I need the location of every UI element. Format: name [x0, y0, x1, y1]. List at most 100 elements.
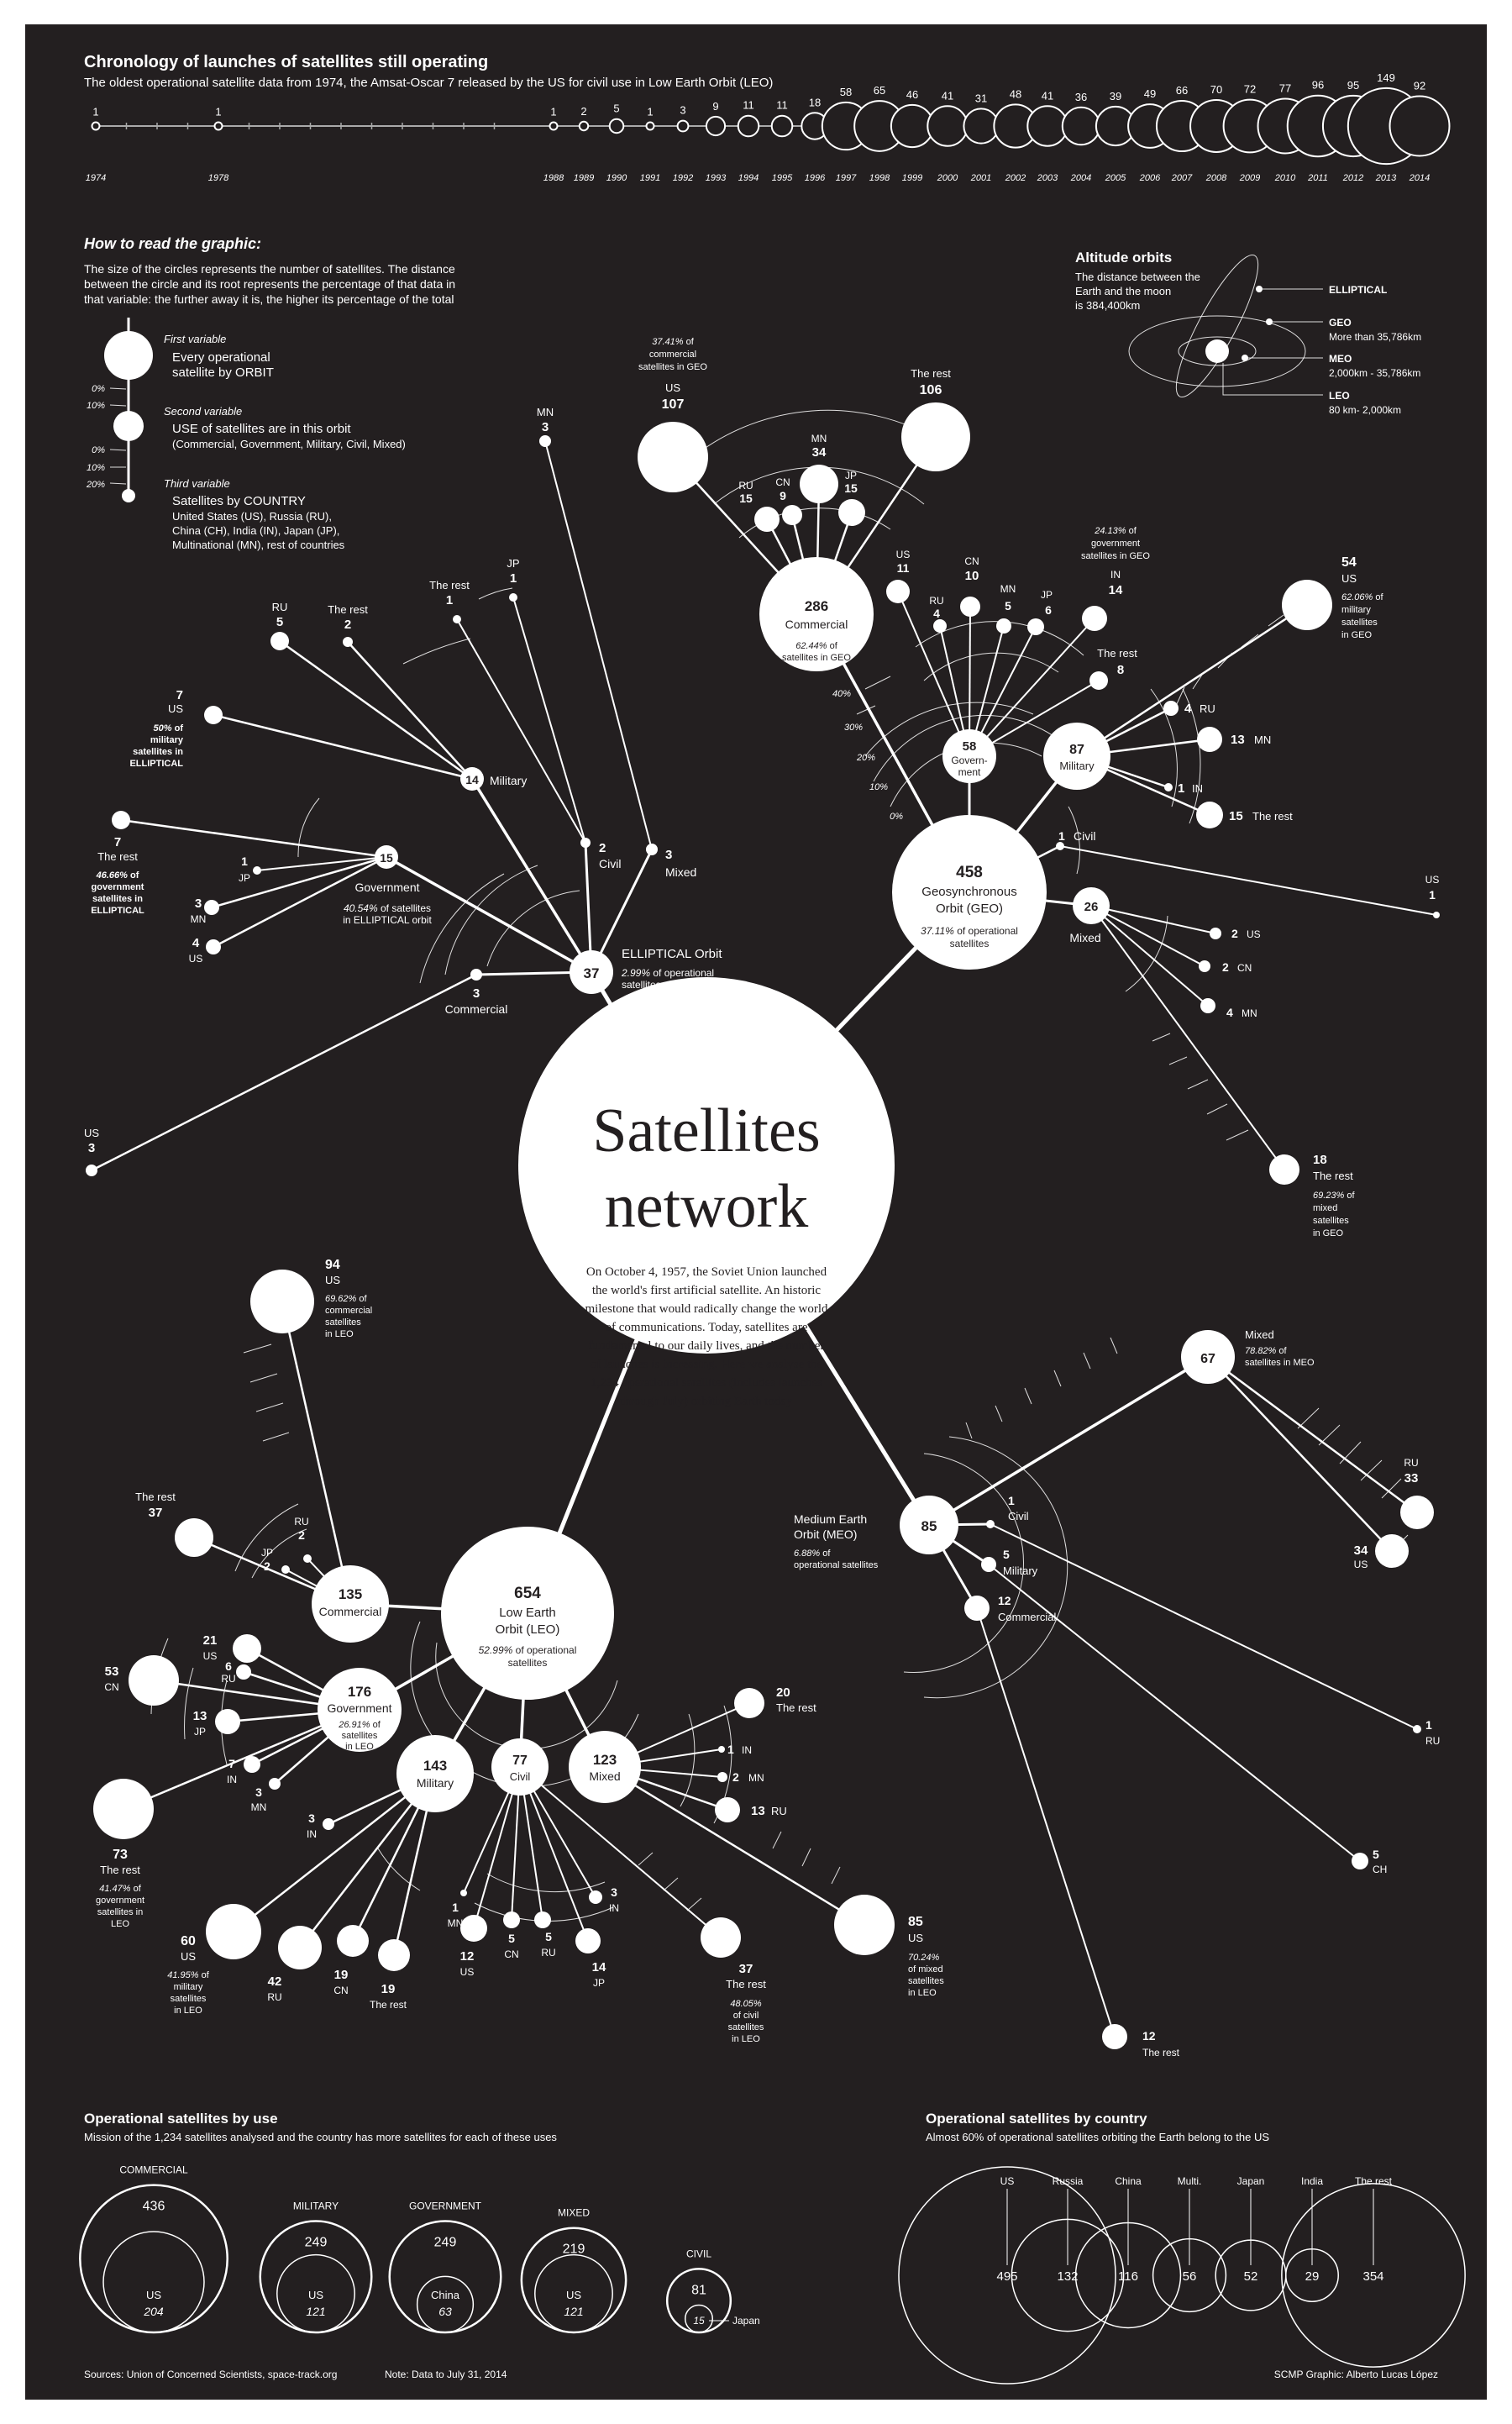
- by-use-chart: Operational satellites by use Mission of…: [79, 2111, 760, 2334]
- country-value: 12: [1142, 2029, 1156, 2043]
- country-value: 4: [1184, 702, 1192, 716]
- node-value: 12: [998, 1594, 1011, 1607]
- elliptical-civil-node: [580, 838, 591, 848]
- country-label: US: [325, 1274, 340, 1286]
- country-value: 1: [241, 854, 248, 868]
- country-label: IN: [742, 1744, 752, 1756]
- top-country-circle: [684, 2304, 714, 2333]
- country-value: 13: [1231, 733, 1245, 747]
- note-text: of: [134, 1884, 142, 1894]
- svg-text:52.99% of operational: 52.99% of operational: [479, 1644, 577, 1656]
- note-text: in LEO: [732, 2034, 760, 2044]
- note-text: government: [1091, 539, 1140, 549]
- country-label: RU: [541, 1947, 555, 1959]
- country-node: [93, 1779, 154, 1839]
- launch-circle: [1389, 95, 1451, 157]
- country-node: [701, 1917, 741, 1958]
- intro-line: fundamental to our daily lives, and the …: [589, 1339, 825, 1353]
- country-value: 7: [228, 1757, 235, 1770]
- scale-label: 20%: [856, 753, 875, 763]
- node-value: 77: [512, 1754, 528, 1768]
- country-label: IN: [227, 1774, 237, 1785]
- country-value: 15: [844, 481, 858, 495]
- country-node: [250, 1270, 314, 1333]
- country-node: [1082, 606, 1107, 631]
- note-text: satellites: [171, 1994, 207, 2004]
- launch-year: 2014: [1409, 173, 1430, 183]
- svg-text:62.44% of: 62.44% of: [795, 641, 837, 651]
- second-variable-desc: USE of satellites are in this orbit: [172, 422, 351, 436]
- country-group: Multi.56: [1152, 2175, 1227, 2313]
- country-label: CN: [104, 1681, 118, 1693]
- country-value: 73: [113, 1848, 128, 1862]
- country-name: China: [1115, 2175, 1142, 2187]
- country-label: CN: [504, 1948, 518, 1960]
- data-date-note: Note: Data to July 31, 2014: [385, 2369, 507, 2380]
- launch-year: 1998: [869, 173, 890, 183]
- node-label: Commercial: [998, 1611, 1056, 1623]
- note-text: ELLIPTICAL: [91, 906, 144, 916]
- country-node: [460, 1915, 487, 1942]
- country-circle: [898, 2166, 1116, 2385]
- country-label: CN: [964, 555, 979, 567]
- launch-circle: [927, 105, 969, 147]
- leo-pct-text: satellites: [508, 1657, 548, 1669]
- leo-label: Low Earth: [499, 1606, 556, 1620]
- country-label: MN: [1242, 1007, 1257, 1019]
- node-value: 143: [423, 1758, 447, 1774]
- meo-pct-text: of: [822, 1549, 831, 1559]
- country-label: IN: [1192, 782, 1203, 795]
- svg-text:41.47% of: 41.47% of: [99, 1884, 141, 1894]
- node-pct-text: satellites in GEO: [782, 653, 851, 663]
- country-label: US: [665, 381, 680, 394]
- country-value: 1: [1178, 781, 1184, 796]
- country-label: US: [181, 1950, 196, 1963]
- note-text: military: [174, 1982, 203, 1992]
- note-text: ELLIPTICAL: [129, 759, 183, 769]
- top-country-circle: [276, 2253, 355, 2333]
- meo-orbit-node: [900, 1496, 958, 1554]
- top-country-label: China: [431, 2289, 460, 2301]
- third-variable-desc: China (CH), India (IN), Japan (JP),: [172, 524, 339, 537]
- country-label: The rest: [1142, 2047, 1180, 2059]
- top-country-value: 63: [438, 2305, 452, 2318]
- altitude-desc: Earth and the moon: [1075, 285, 1171, 297]
- country-value: 21: [203, 1633, 218, 1648]
- country-value: 3: [195, 897, 202, 911]
- legend-tick-label: 10%: [87, 463, 105, 473]
- meo-mixed-node: [1181, 1330, 1235, 1384]
- note-pct: 46.66%: [96, 870, 129, 881]
- altitude-orbits-legend: Altitude orbits The distance between the…: [1075, 250, 1421, 416]
- use-total-value: 249: [305, 2235, 328, 2249]
- country-label: US: [203, 1650, 218, 1662]
- note-text: LEO: [111, 1919, 129, 1929]
- node-label: Military: [1003, 1564, 1038, 1577]
- third-variable-desc: Multinational (MN), rest of countries: [172, 539, 345, 551]
- country-value: 54: [1341, 555, 1357, 570]
- meo-total: 85: [921, 1518, 937, 1534]
- note-pct: 69.23%: [1313, 1191, 1345, 1201]
- launch-year: 2010: [1274, 173, 1296, 183]
- node-label: Commercial: [445, 1002, 508, 1016]
- elliptical-pct: 2.99%: [621, 967, 650, 979]
- elliptical-pct-text: of operational: [653, 967, 714, 979]
- launch-circle: [770, 114, 794, 138]
- country-label: US: [460, 1966, 475, 1978]
- country-node: [337, 1925, 369, 1957]
- elliptical-label: ELLIPTICAL Orbit: [622, 947, 722, 961]
- altitude-desc: is 384,400km: [1075, 299, 1140, 312]
- country-node: [278, 1926, 322, 1969]
- country-label: The rest: [370, 1999, 407, 2011]
- country-label: US: [1341, 572, 1357, 585]
- country-node: [86, 1165, 97, 1176]
- country-node: [754, 507, 780, 532]
- node-pct-text: in LEO: [345, 1742, 374, 1752]
- geo-commercial-node: [759, 557, 874, 671]
- timeline-title: Chronology of launches of satellites sti…: [84, 53, 488, 71]
- node-pct-text: satellites: [342, 1731, 378, 1741]
